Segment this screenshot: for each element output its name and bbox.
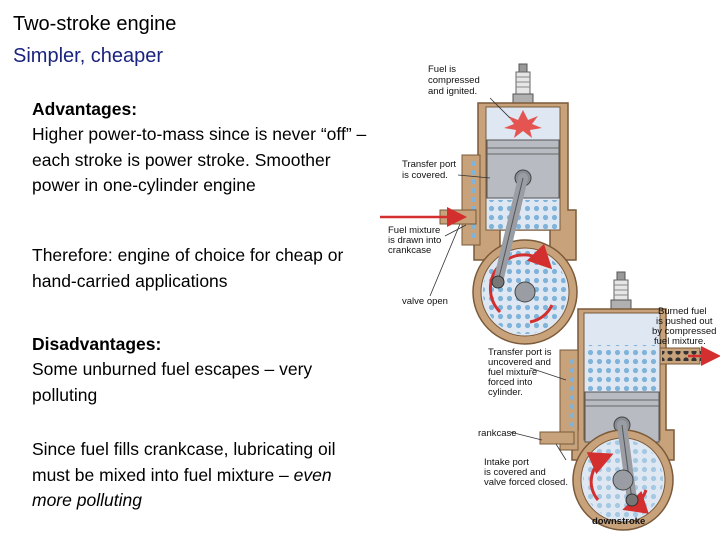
fuel-lubrication-main: Since fuel fills crankcase, lubricating …: [32, 439, 336, 485]
spark-plug-icon: [512, 63, 534, 104]
label-fuel-compressed-3: and ignited.: [428, 86, 477, 97]
label-transfer-covered-2: is covered.: [402, 170, 448, 181]
fuel-lubrication-text: Since fuel fills crankcase, lubricating …: [32, 437, 367, 514]
label-fuel-mixture-1: Fuel mixture: [388, 225, 440, 236]
label-valve-open: valve open: [402, 296, 448, 307]
label-downstroke: downstroke: [592, 516, 645, 527]
therefore-text: Therefore: engine of choice for cheap or…: [32, 245, 344, 291]
label-fuel-compressed-2: compressed: [428, 75, 480, 86]
label-burned-fuel-1: Burned fuel: [658, 306, 707, 317]
slide-title: Two-stroke engine: [13, 13, 177, 35]
disadvantages-heading: Disadvantages:: [32, 334, 162, 354]
disadvantages-text: Some unburned fuel escapes – very pollut…: [32, 359, 313, 405]
label-fuel-compressed-1: Fuel is: [428, 64, 456, 75]
label-intake-covered-1: Intake port: [484, 457, 529, 468]
label-crankcase: rankcase: [478, 428, 517, 439]
label-fuel-mixture-2: is drawn into: [388, 235, 441, 246]
label-transfer-uncovered-4: forced into: [488, 377, 532, 388]
advantages-text: Higher power-to-mass since is never “off…: [32, 124, 367, 195]
advantages-heading: Advantages:: [32, 99, 138, 119]
label-fuel-mixture-3: crankcase: [388, 245, 431, 256]
fuel-lubrication-emphasis: even more polluting: [32, 464, 332, 511]
label-intake-covered-3: valve forced closed.: [484, 477, 568, 488]
label-burned-fuel-2: is pushed out: [656, 316, 713, 327]
spark-plug-icon: [610, 271, 632, 310]
slide-subtitle: Simpler, cheaper: [13, 45, 164, 67]
label-transfer-uncovered-3: fuel mixture: [488, 367, 537, 378]
two-stroke-engine-diagram: Fuel is compressed and ignited. Transfer…: [380, 63, 720, 531]
label-burned-fuel-4: fuel mixture.: [654, 336, 706, 347]
label-transfer-uncovered-5: cylinder.: [488, 387, 523, 398]
intake-pipe: [539, 431, 575, 445]
label-intake-covered-2: is covered and: [484, 467, 546, 478]
label-transfer-covered-1: Transfer port: [402, 159, 456, 170]
upstroke-engine: Fuel is compressed and ignited. Transfer…: [380, 63, 578, 345]
label-transfer-uncovered-2: uncovered and: [488, 357, 551, 368]
ignition-spark-icon: [504, 110, 542, 138]
downstroke-engine: Burned fuel is pushed out by compressed …: [478, 271, 720, 531]
rotation-arrow-icon: [586, 452, 614, 501]
label-transfer-uncovered-1: Transfer port is: [488, 347, 552, 358]
label-burned-fuel-3: by compressed: [652, 326, 716, 337]
